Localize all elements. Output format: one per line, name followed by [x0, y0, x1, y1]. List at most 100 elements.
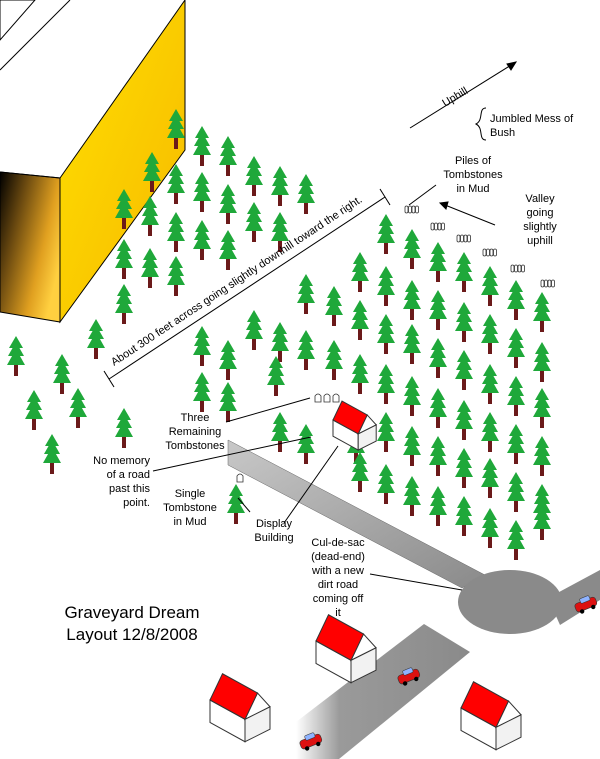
tree [193, 220, 211, 260]
culdesac-label-1: Cul-de-sac [311, 537, 365, 549]
culdesac-label-4: dirt road [318, 579, 358, 591]
large-wall [0, 0, 186, 324]
display-label-1: Display [256, 518, 293, 530]
tree [7, 336, 25, 376]
tree [507, 520, 525, 560]
tree [455, 252, 473, 292]
tree [481, 508, 499, 548]
tree [429, 290, 447, 330]
tree [245, 202, 263, 242]
tree [403, 280, 421, 320]
tree [377, 364, 395, 404]
tree [271, 166, 289, 206]
tree [533, 292, 551, 332]
tree [377, 412, 395, 452]
display-building [332, 400, 378, 451]
tree [297, 424, 315, 464]
tree [507, 280, 525, 320]
tree [533, 342, 551, 382]
culdesac-label-2: (dead-end) [311, 551, 365, 563]
bush-label-1: Jumbled Mess of [490, 113, 574, 125]
annotation-lines [103, 61, 518, 591]
tree [167, 256, 185, 296]
tree [25, 390, 43, 430]
tree [481, 458, 499, 498]
tree [455, 350, 473, 390]
culdesac-label-3: with a new [311, 565, 364, 577]
tree [271, 212, 289, 252]
three-label-2: Remaining [169, 426, 222, 438]
tree [219, 136, 237, 176]
tree [429, 338, 447, 378]
tree [429, 242, 447, 282]
uphill-label: Uphill [440, 85, 470, 109]
tree [167, 164, 185, 204]
tree [219, 230, 237, 270]
tree [325, 340, 343, 380]
tree [507, 424, 525, 464]
tree [115, 284, 133, 324]
tree [193, 172, 211, 212]
single-label-3: in Mud [173, 516, 206, 528]
tree [533, 500, 551, 540]
tombstone-pile [404, 205, 419, 214]
tree [87, 319, 105, 359]
tree [115, 408, 133, 448]
tree [297, 330, 315, 370]
tree [271, 412, 289, 452]
tree [141, 248, 159, 288]
tree [219, 340, 237, 380]
tree [377, 464, 395, 504]
tree [193, 126, 211, 166]
tree [507, 376, 525, 416]
tree [115, 239, 133, 279]
tree [403, 476, 421, 516]
tree [167, 109, 185, 149]
tree [481, 314, 499, 354]
tree [455, 496, 473, 536]
tree [193, 372, 211, 412]
display-label-2: Building [254, 532, 293, 544]
tree [143, 152, 161, 192]
tree [297, 274, 315, 314]
cul-de-sac [458, 570, 562, 634]
tree [455, 400, 473, 440]
tree [533, 436, 551, 476]
piles-label-3: in Mud [456, 183, 489, 195]
tree [271, 322, 289, 362]
house-group [209, 400, 522, 751]
diagram-title-line-1: Graveyard Dream [64, 603, 199, 622]
tombstone-pile [482, 248, 497, 257]
tombstone-pile [430, 222, 445, 231]
tree [377, 266, 395, 306]
single-label-2: Tombstone [163, 502, 217, 514]
valley-label-3: slightly [523, 221, 557, 233]
tree [403, 376, 421, 416]
tree [53, 354, 71, 394]
tree [219, 184, 237, 224]
valley-label-2: going [527, 207, 554, 219]
car [397, 667, 421, 686]
tree [377, 214, 395, 254]
tombstone-pile [456, 234, 471, 243]
tombstone [236, 473, 244, 483]
tree [219, 382, 237, 422]
culdesac-label-5: coming off [313, 593, 364, 605]
roads [227, 439, 600, 759]
bush-label-2: Bush [490, 127, 515, 139]
tree [351, 354, 369, 394]
tree [455, 448, 473, 488]
tombstone [314, 393, 322, 403]
three-label-1: Three [181, 412, 210, 424]
tree [351, 452, 369, 492]
tree [507, 472, 525, 512]
house [209, 673, 271, 743]
tombstone-pile [510, 264, 525, 273]
tree [481, 412, 499, 452]
tombstone [323, 393, 331, 403]
piles-label-1: Piles of [455, 155, 492, 167]
tree [227, 484, 245, 524]
tree [533, 388, 551, 428]
tree [141, 196, 159, 236]
tree [167, 212, 185, 252]
